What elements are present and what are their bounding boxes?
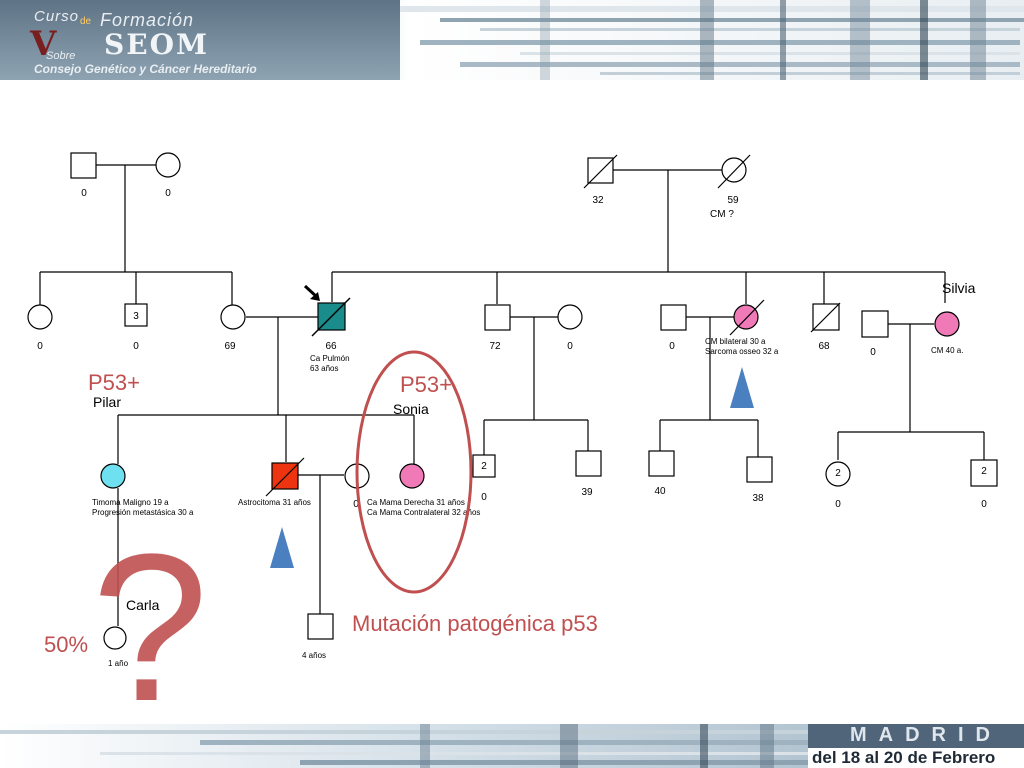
gen2-female-cm-deceased — [733, 304, 759, 330]
gen2-group-3 — [124, 303, 148, 327]
logo-brand: SEOM — [104, 28, 209, 61]
proband-dx2: 63 años — [310, 364, 338, 373]
carla-risk-label: 50% — [44, 632, 88, 657]
gen3-male-group-silvia — [970, 459, 998, 487]
pedigree-lines — [39, 164, 985, 626]
gen2-female-spouse-72 — [557, 304, 583, 330]
gen4-son-age: 4 años — [302, 651, 326, 660]
gen3-male-39-age: 39 — [581, 487, 593, 498]
sonia-dx2: Ca Mama Contralateral 32 años — [367, 508, 480, 517]
silvia-name: Silvia — [942, 280, 976, 296]
gen2-female-1 — [27, 304, 53, 330]
silvia-female — [934, 311, 960, 337]
pilar-p53-label: P53+ — [88, 370, 140, 395]
pilar-female — [100, 463, 126, 489]
footer-banner: MADRID del 18 al 20 de Febrero — [0, 724, 1024, 768]
logo-de: de — [80, 16, 92, 27]
sonia-highlight-oval — [355, 350, 473, 594]
gen3-female-group-silvia-age: 0 — [835, 499, 841, 510]
gen3-male-38 — [746, 456, 773, 483]
seom-logo: Curso de Formación V Sobre SEOM Consejo … — [0, 0, 400, 80]
silvia-husband — [861, 310, 889, 338]
gen3-group-72-count: 2 — [481, 461, 487, 472]
gen2-cm-dx1: CM bilateral 30 a — [705, 337, 766, 346]
pilar-dx1: Timoma Maligno 19 a — [92, 498, 169, 507]
silvia-husband-age: 0 — [870, 347, 876, 358]
gen1-right-male-deceased — [587, 157, 614, 184]
gen1-left-male-age: 0 — [81, 188, 87, 199]
gen3-female-group-silvia — [825, 461, 851, 487]
carla-name: Carla — [126, 597, 160, 613]
gen2-female-1-age: 0 — [37, 341, 43, 352]
footer-city-block — [808, 724, 1024, 748]
gen1-left-male — [70, 152, 97, 179]
gen2-male-0-age: 0 — [669, 341, 675, 352]
gen2-male-72 — [484, 304, 511, 331]
logo-curso: Curso — [34, 8, 80, 25]
mutation-label: Mutación patogénica p53 — [352, 611, 598, 636]
silvia-dx: CM 40 a. — [931, 346, 963, 355]
header-stripes — [400, 0, 1024, 80]
gen3-group-72 — [472, 454, 496, 478]
gen3-male-group-silvia-count: 2 — [981, 466, 987, 477]
gen4-male-son — [307, 613, 334, 640]
gen1-right-female-deceased — [721, 157, 747, 183]
pregnancy-triangle-2 — [270, 527, 294, 568]
logo-edition: V — [30, 24, 57, 64]
pilar-name: Pilar — [93, 394, 121, 410]
pregnancy-triangle-1 — [730, 367, 754, 408]
gen3-female-group-silvia-count: 2 — [835, 468, 841, 479]
astrocitoma-male-deceased — [271, 462, 299, 490]
logo-sobre: Sobre — [46, 50, 76, 62]
gen2-male-72-age: 72 — [489, 341, 501, 352]
header-banner: Curso de Formación V Sobre SEOM Consejo … — [0, 0, 1024, 80]
gen2-group-3-age: 0 — [133, 341, 139, 352]
footer-city: MADRID — [850, 724, 1002, 746]
footer-stripes — [0, 724, 808, 768]
astro-spouse-age: 0 — [353, 499, 359, 510]
gen3-group-72-age: 0 — [481, 492, 487, 503]
gen3-male-39 — [575, 450, 602, 477]
gen2-cm-dx2: Sarcoma osseo 32 a — [705, 347, 779, 356]
gen2-female-spouse-72-age: 0 — [567, 341, 573, 352]
gen1-left-female-age: 0 — [165, 188, 171, 199]
gen1-right-female-age: 59 — [727, 195, 739, 206]
sonia-p53-label: P53+ — [400, 372, 452, 397]
gen3-male-38-age: 38 — [752, 493, 764, 504]
question-mark: ? — [92, 510, 209, 745]
gen3-male-40-age: 40 — [654, 486, 666, 497]
carla-age: 1 año — [108, 659, 129, 668]
gen2-male-68-age: 68 — [818, 341, 830, 352]
pilar-dx2: Progresión metastásica 30 a — [92, 508, 194, 517]
proband-dx1: Ca Pulmón — [310, 354, 350, 363]
gen3-male-group-silvia-age: 0 — [981, 499, 987, 510]
sonia-female — [399, 463, 425, 489]
sonia-name: Sonia — [393, 401, 429, 417]
gen1-right-male-age: 32 — [592, 195, 604, 206]
gen2-female-2-age: 69 — [224, 341, 236, 352]
gen3-male-40 — [648, 450, 675, 477]
gen1-left-female — [155, 152, 181, 178]
gen2-female-2 — [220, 304, 246, 330]
astro-dx: Astrocitoma 31 años — [238, 498, 311, 507]
gen2-male-0 — [660, 304, 687, 331]
sonia-dx1: Ca Mama Derecha 31 años — [367, 498, 465, 507]
footer-dates: del 18 al 20 de Febrero — [808, 748, 1024, 768]
logo-formacion: Formación — [100, 10, 195, 30]
logo-subtitle: Consejo Genético y Cáncer Hereditario — [34, 62, 257, 76]
proband-age: 66 — [325, 341, 337, 352]
carla-female — [103, 626, 127, 650]
gen2-group-3-count: 3 — [133, 311, 139, 322]
gen1-right-female-note: CM ? — [710, 209, 734, 220]
